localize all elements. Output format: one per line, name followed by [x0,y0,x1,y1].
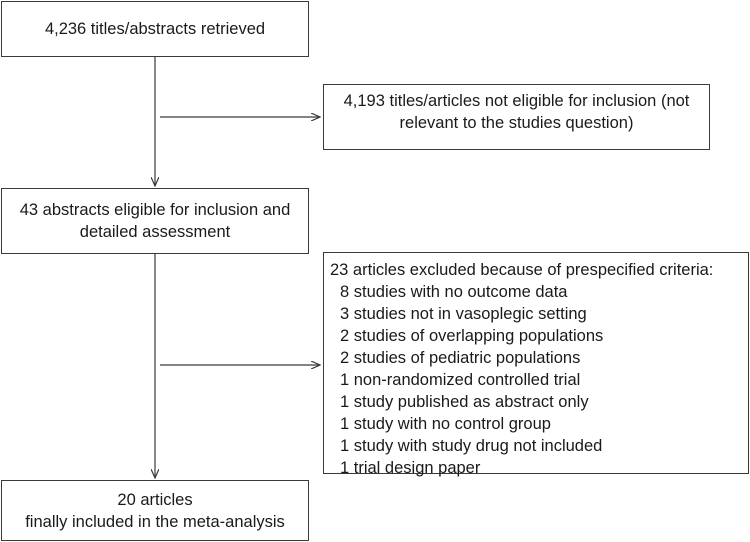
excluded-heading: 23 articles excluded because of prespeci… [330,261,714,279]
included-count-text: 20 articles [117,490,193,509]
excluded-box: 23 articles excluded because of prespeci… [323,252,749,477]
not-eligible-box: 4,193 titles/articles not eligible for i… [323,84,710,150]
excluded-item: 2 studies of pediatric populations [340,349,581,367]
excluded-item: 8 studies with no outcome data [340,283,568,301]
eligible-text: 43 abstracts eligible for inclusion and … [19,201,291,241]
excluded-item: 1 non-randomized controlled trial [340,371,581,389]
excluded-item: 1 study with study drug not included [340,437,603,455]
excluded-item: 1 study published as abstract only [340,393,589,411]
excluded-item: 3 studies not in vasoplegic setting [340,305,587,323]
excluded-item: 1 trial design paper [340,459,481,477]
included-description-text: finally included in the meta-analysis [25,512,285,531]
not-eligible-text: 4,193 titles/articles not eligible for i… [343,92,690,132]
excluded-item: 1 study with no control group [340,415,551,433]
records-retrieved-text: 4,236 titles/abstracts retrieved [44,20,266,38]
included-box: 20 articles finally included in the meta… [1,480,309,541]
records-retrieved-box: 4,236 titles/abstracts retrieved [1,1,309,57]
eligible-box: 43 abstracts eligible for inclusion and … [1,188,309,254]
excluded-item: 2 studies of overlapping populations [340,327,604,345]
